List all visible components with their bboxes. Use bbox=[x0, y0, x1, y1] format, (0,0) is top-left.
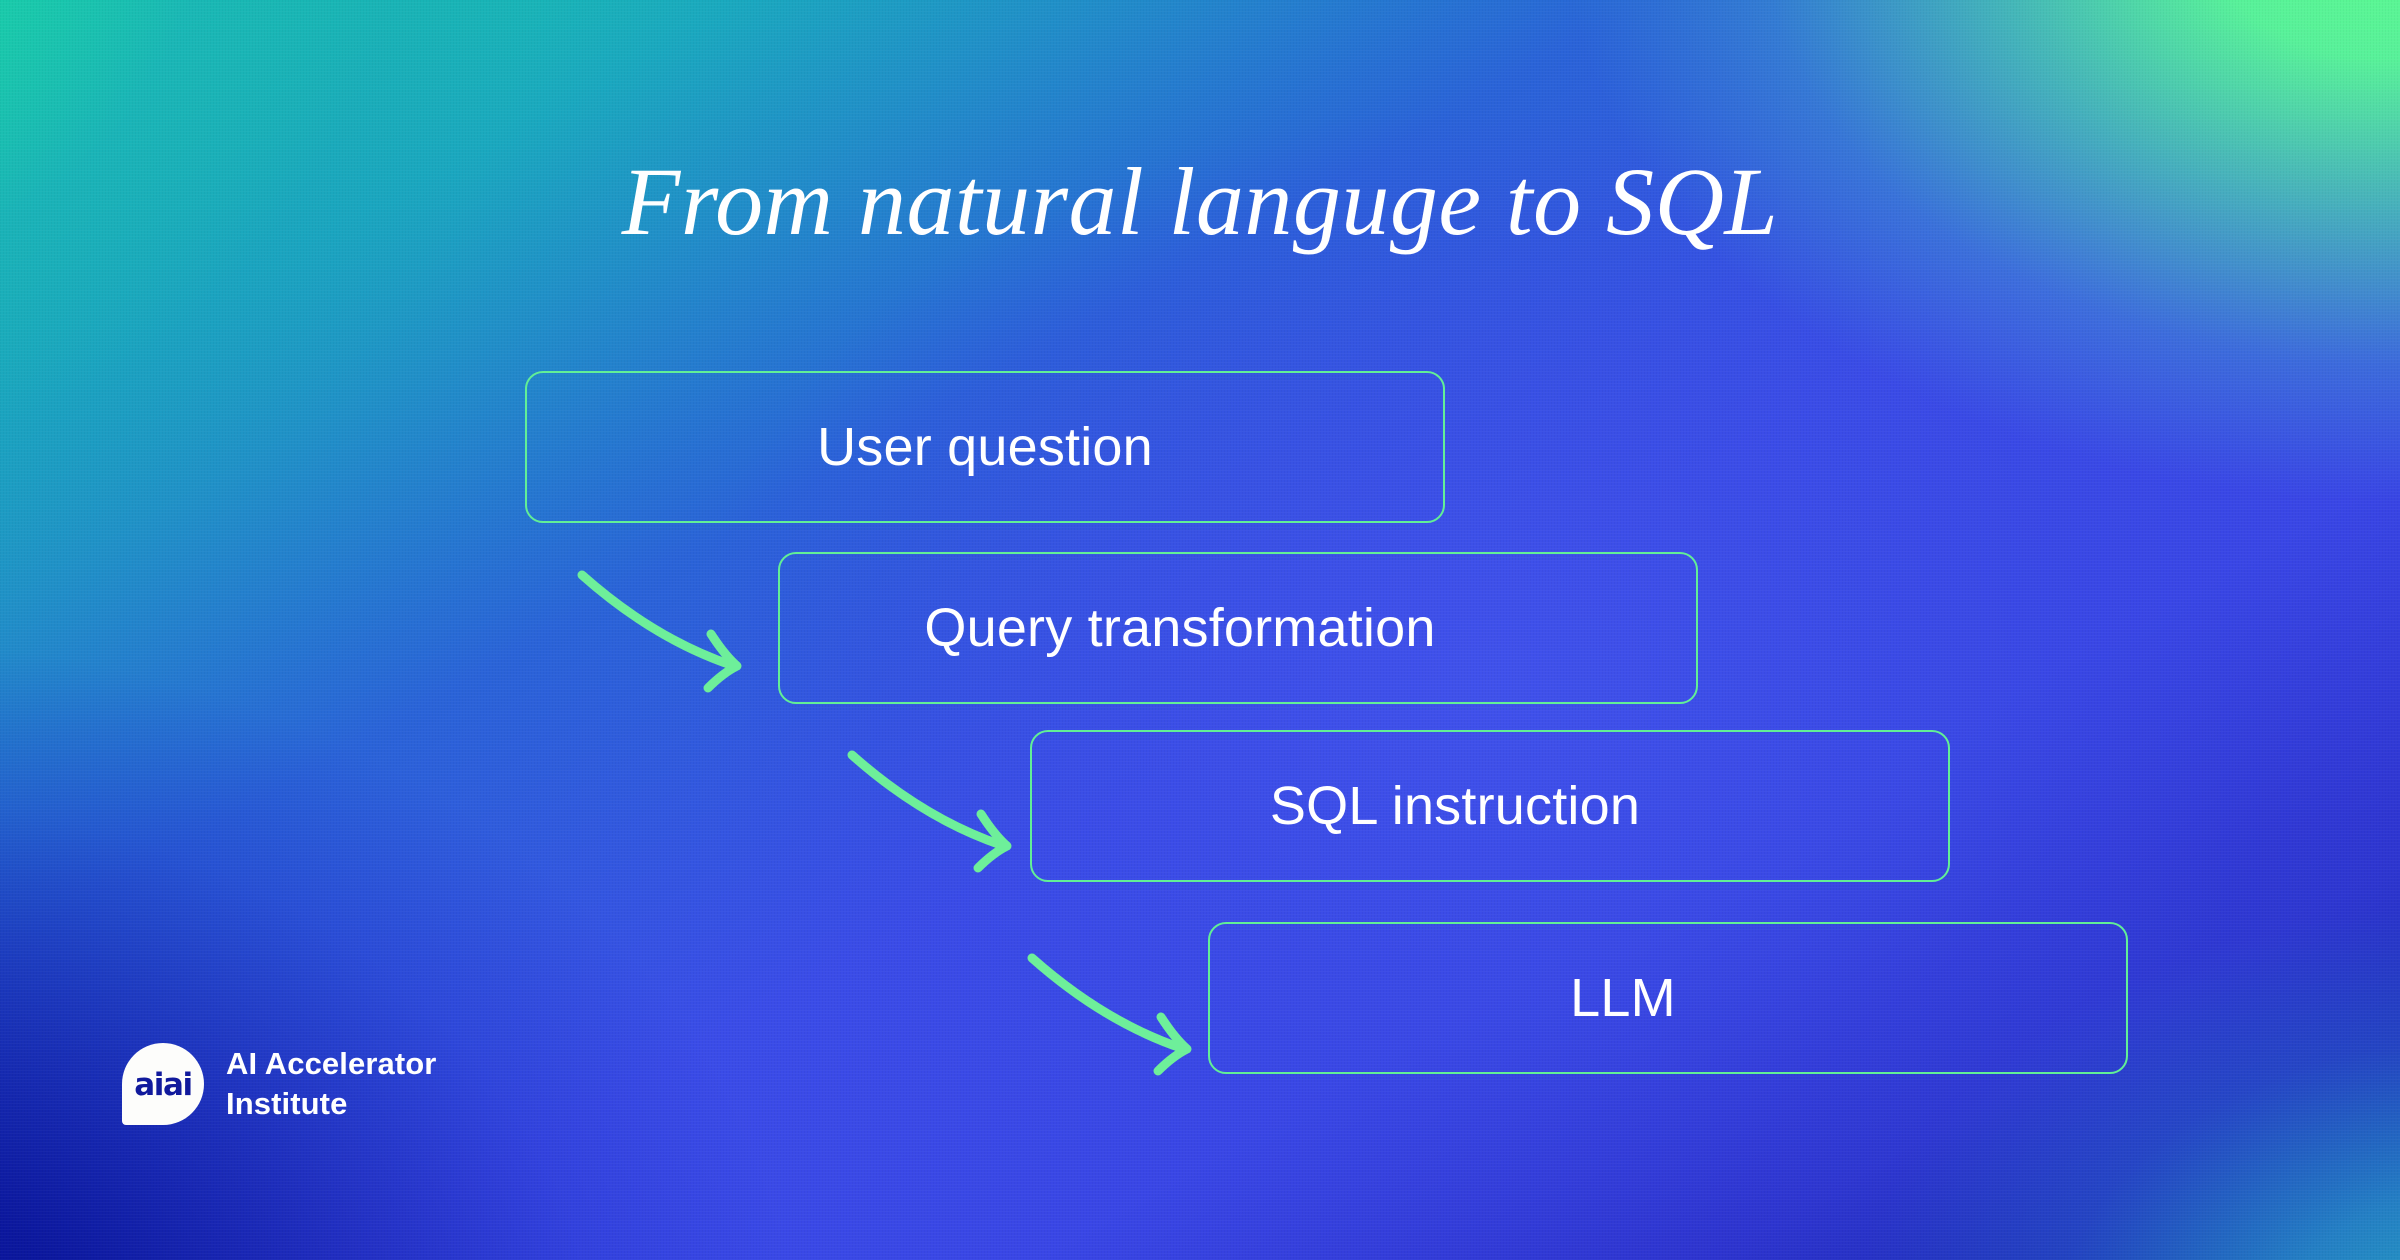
logo-lockup: aiai AI Accelerator Institute bbox=[122, 1043, 436, 1125]
page-title: From natural languge to SQL bbox=[621, 148, 1779, 256]
curved-arrow-icon bbox=[1027, 953, 1192, 1076]
flow-box-label: SQL instruction bbox=[1269, 776, 1641, 836]
flow-box-label: Query transformation bbox=[924, 598, 1436, 658]
flow-box-llm: LLM bbox=[1208, 922, 2128, 1074]
logo-wordmark-line-2: Institute bbox=[226, 1086, 348, 1121]
flow-box-user-question: User question bbox=[525, 371, 1445, 523]
flow-box-sql-instruction: SQL instruction bbox=[1030, 730, 1950, 882]
logo-mark-text: aiai bbox=[134, 1066, 193, 1103]
flow-box-query-transformation: Query transformation bbox=[778, 552, 1698, 704]
flow-box-label: LLM bbox=[1570, 968, 1676, 1028]
curved-arrow-icon bbox=[577, 570, 742, 693]
logo-wordmark: AI Accelerator Institute bbox=[226, 1044, 436, 1123]
curved-arrow-icon bbox=[847, 750, 1012, 873]
flow-box-label: User question bbox=[817, 417, 1153, 477]
logo-wordmark-line-1: AI Accelerator bbox=[226, 1046, 437, 1082]
aiai-logo-icon: aiai bbox=[122, 1043, 204, 1125]
